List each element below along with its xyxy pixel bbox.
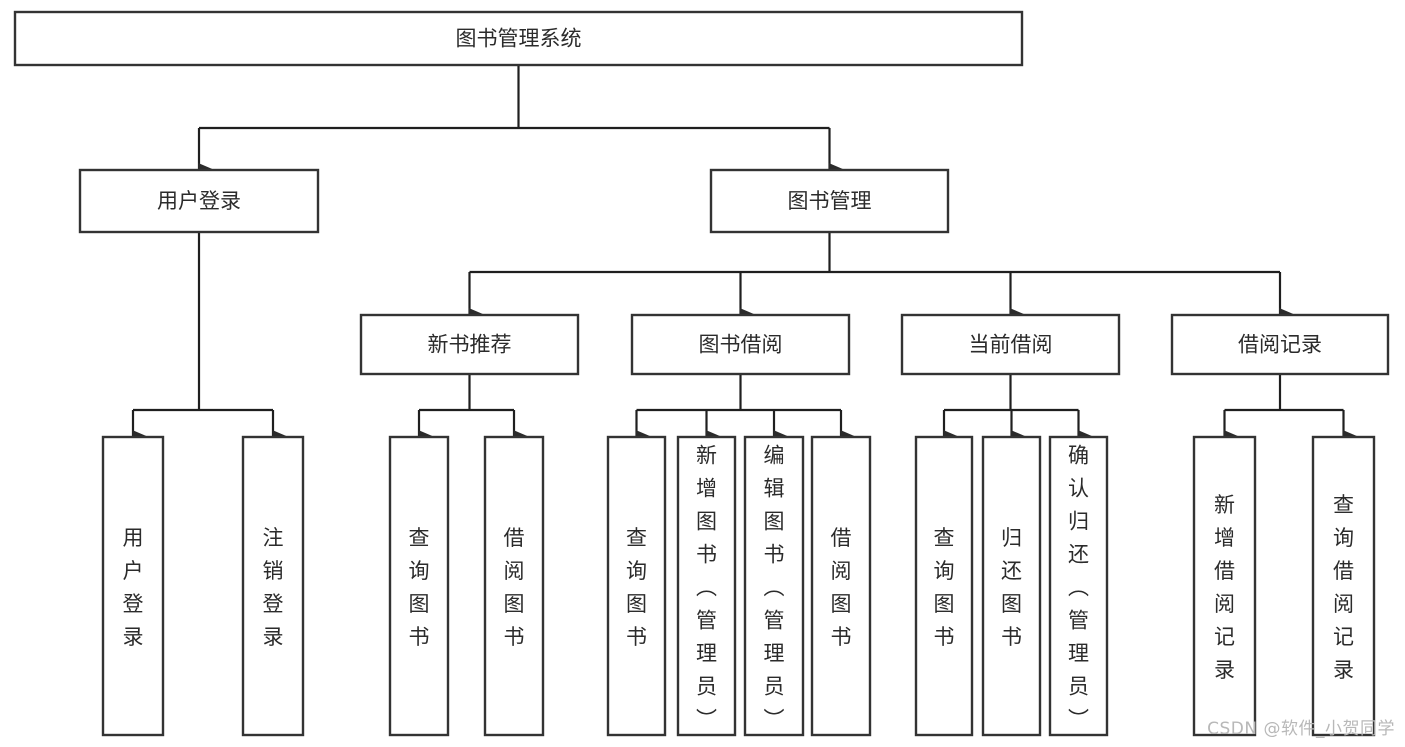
node-label-leaf-borrow-book: 借阅图书 — [831, 526, 852, 649]
connectors-layer — [131, 65, 1357, 442]
node-box-new-book-recommend[interactable] — [359, 313, 580, 376]
node-label-leaf-query-book-rec: 查询图书 — [409, 526, 430, 649]
node-label-leaf-query-book-current: 查询图书 — [934, 526, 955, 649]
boxes-layer — [13, 10, 1390, 737]
watermark-text: CSDN @软件_小贺同学 — [1207, 719, 1395, 739]
node-box-leaf-query-book-rec[interactable] — [388, 435, 450, 737]
node-box-user-login[interactable] — [78, 168, 320, 234]
node-label-leaf-edit-book: 编辑图书︵管理员︶ — [764, 444, 785, 732]
node-label-leaf-query-record: 查询借阅记录 — [1333, 493, 1354, 682]
node-box-leaf-query-book-current[interactable] — [914, 435, 974, 737]
node-box-leaf-borrow-book[interactable] — [810, 435, 872, 737]
node-label-borrow-record: 借阅记录 — [1238, 333, 1322, 357]
node-label-root: 图书管理系统 — [456, 27, 582, 51]
node-box-book-manage[interactable] — [709, 168, 950, 234]
node-box-current-borrow[interactable] — [900, 313, 1121, 376]
node-label-book-manage: 图书管理 — [788, 189, 872, 213]
node-label-new-book-recommend: 新书推荐 — [428, 333, 512, 357]
labels-layer: 图书管理系统用户登录图书管理新书推荐图书借阅当前借阅借阅记录用户登录注销登录查询… — [123, 27, 1355, 732]
node-box-leaf-add-record[interactable] — [1192, 435, 1257, 737]
node-box-book-borrow[interactable] — [630, 313, 851, 376]
node-label-leaf-return-book: 归还图书 — [1001, 526, 1022, 649]
node-box-leaf-user-login[interactable] — [101, 435, 165, 737]
node-box-root[interactable] — [13, 10, 1024, 67]
node-label-leaf-add-book: 新增图书︵管理员︶ — [696, 444, 717, 732]
node-box-leaf-add-book[interactable] — [676, 435, 737, 737]
node-label-user-login: 用户登录 — [157, 189, 241, 213]
node-box-leaf-query-record[interactable] — [1311, 435, 1376, 737]
node-label-leaf-borrow-book-rec: 借阅图书 — [504, 526, 525, 649]
node-label-leaf-user-logout: 注销登录 — [263, 526, 284, 649]
node-label-current-borrow: 当前借阅 — [969, 333, 1053, 357]
node-label-leaf-user-login: 用户登录 — [123, 526, 144, 649]
node-box-leaf-borrow-book-rec[interactable] — [483, 435, 545, 737]
node-label-leaf-confirm-return: 确认归还︵管理员︶ — [1068, 444, 1089, 732]
node-label-leaf-query-book-borrow: 查询图书 — [626, 526, 647, 649]
node-label-book-borrow: 图书借阅 — [699, 333, 783, 357]
node-box-leaf-query-book-borrow[interactable] — [606, 435, 667, 737]
node-box-leaf-confirm-return[interactable] — [1048, 435, 1109, 737]
node-box-leaf-edit-book[interactable] — [743, 435, 805, 737]
node-box-leaf-return-book[interactable] — [981, 435, 1042, 737]
node-box-borrow-record[interactable] — [1170, 313, 1390, 376]
node-box-leaf-user-logout[interactable] — [241, 435, 305, 737]
node-label-leaf-add-record: 新增借阅记录 — [1214, 493, 1235, 682]
